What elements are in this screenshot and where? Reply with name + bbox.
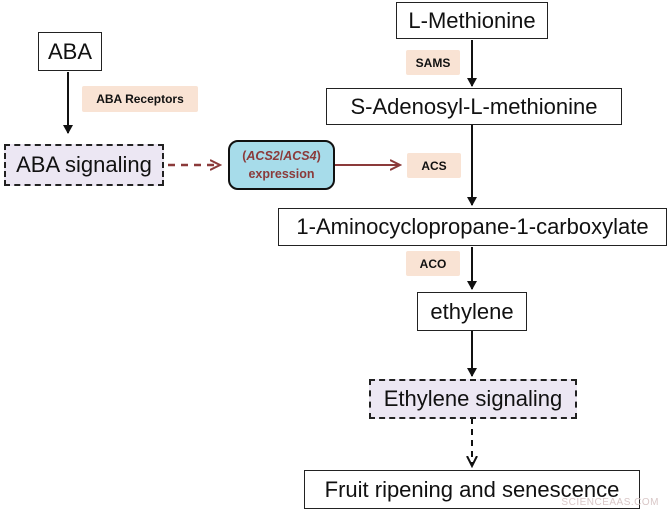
node-l-methionine: L-Methionine [396,2,548,39]
gene-slash: / [279,149,284,163]
node-sam: S-Adenosyl-L-methionine [326,88,622,125]
node-ethylene: ethylene [417,292,527,331]
expression-label: expression [248,167,315,181]
watermark: SCIENCEAAS.COM [561,497,659,508]
paren-open: ( [242,149,247,163]
paren-close: ) [316,149,321,163]
node-aba: ABA [38,32,102,71]
expression-genes: (ACS2/ACS4) [242,147,321,165]
node-fruit-ripening: Fruit ripening and senescence [304,470,640,509]
node-acc: 1-Aminocyclopropane-1-carboxylate [278,208,667,246]
enzyme-aba-receptors: ABA Receptors [82,86,198,112]
enzyme-aco: ACO [406,251,460,276]
node-aba-signaling: ABA signaling [4,144,164,186]
node-ethylene-signaling: Ethylene signaling [369,379,577,419]
gene-acs2: ACS2 [246,149,280,163]
gene-acs4: ACS4 [283,149,317,163]
expression-box: (ACS2/ACS4) expression [228,140,335,190]
enzyme-acs: ACS [407,153,461,178]
enzyme-sams: SAMS [406,50,460,75]
